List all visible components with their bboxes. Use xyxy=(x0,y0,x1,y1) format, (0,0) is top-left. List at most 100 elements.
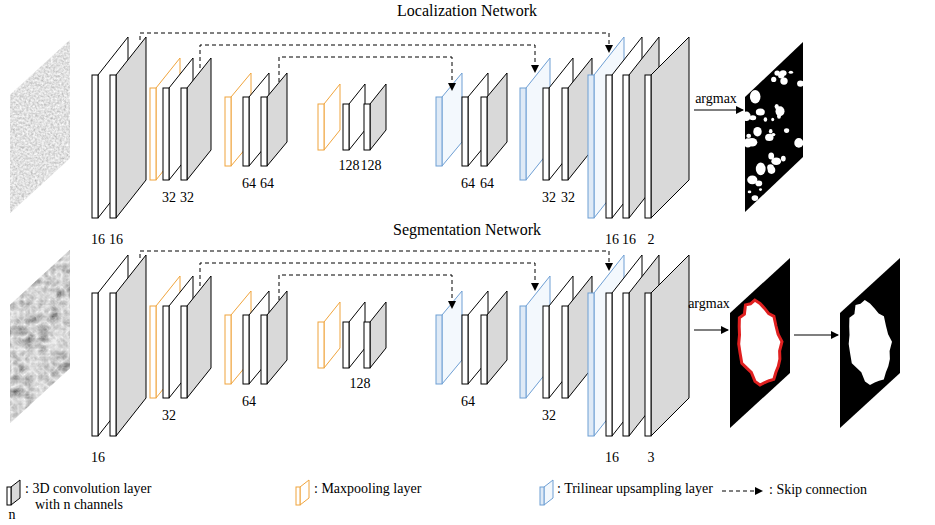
mitochondria-blob xyxy=(753,95,757,98)
maxpool-layer-edge xyxy=(225,315,231,384)
mitochondria-blob xyxy=(756,109,765,116)
legend-swatch xyxy=(544,480,553,505)
conv-layer-edge xyxy=(92,293,98,436)
channel-count: 64 xyxy=(461,394,475,409)
legend-text: : Skip connection xyxy=(769,482,867,498)
mitochondria-blob xyxy=(771,118,774,122)
conv-layer-edge xyxy=(261,315,267,384)
maxpool-layer-edge xyxy=(225,97,231,166)
arrow-label: argmax xyxy=(695,91,737,106)
conv-layer-face xyxy=(651,255,689,436)
conv-layer-edge xyxy=(645,75,651,218)
mitochondria-blob xyxy=(764,117,768,122)
mitochondria-blob xyxy=(768,152,774,159)
maxpool-layer-edge xyxy=(318,322,324,368)
final-mask-image xyxy=(840,258,900,428)
conv-layer-edge xyxy=(562,306,568,398)
conv-layer-face xyxy=(349,84,365,150)
legend-swatch xyxy=(722,491,762,492)
conv-layer-edge xyxy=(243,315,249,384)
mitochondria-blob xyxy=(742,112,751,122)
conv-layer-face xyxy=(370,302,386,368)
legend-swatch xyxy=(540,487,544,505)
mitochondria-blob xyxy=(769,129,773,133)
conv-layer-face xyxy=(349,302,365,368)
conv-layer-face xyxy=(468,291,488,384)
channel-count: 64 xyxy=(480,176,494,191)
maxpool-layer-face xyxy=(324,84,340,150)
legend-swatch xyxy=(11,480,20,505)
upsample-layer-edge xyxy=(436,97,442,166)
channel-count: 16 xyxy=(91,450,105,465)
conv-layer-face xyxy=(249,73,269,166)
channel-count: 2 xyxy=(648,232,655,247)
conv-layer-edge xyxy=(623,293,629,436)
mitochondria-blob xyxy=(756,163,766,176)
mitochondria-blob xyxy=(777,114,781,119)
channel-count: 128 xyxy=(361,158,382,173)
maxpool-layer-edge xyxy=(318,104,324,150)
channel-count: 32 xyxy=(162,190,176,205)
network-title: Localization Network xyxy=(397,2,537,20)
argmax-arrow xyxy=(694,109,743,110)
cell-boundary xyxy=(739,300,782,385)
conv-layer-edge xyxy=(181,306,187,398)
mitochondria-blob xyxy=(781,156,786,162)
channel-count: 64 xyxy=(242,394,256,409)
conv-layer-edge xyxy=(110,293,116,436)
conv-layer-edge xyxy=(645,293,651,436)
conv-layer-edge xyxy=(163,88,169,180)
channel-count: 64 xyxy=(260,176,274,191)
mitochondria-blob xyxy=(789,71,793,74)
cell-mask xyxy=(849,300,892,385)
conv-layer-face xyxy=(267,73,287,166)
mitochondria-blob xyxy=(759,188,762,191)
blob-group xyxy=(742,70,804,201)
skip-connection xyxy=(140,251,609,270)
channel-count: 32 xyxy=(561,190,575,205)
upsample-layer-edge xyxy=(520,306,526,398)
conv-layer-edge xyxy=(481,97,487,166)
mitochondria-blob xyxy=(765,134,773,141)
legend-text: : Trilinear upsampling layer xyxy=(557,481,713,497)
conv-layer-face xyxy=(651,37,689,218)
conv-layer-face xyxy=(116,37,146,218)
channel-count: 32 xyxy=(180,190,194,205)
input-em-image xyxy=(10,250,70,423)
channel-count: 32 xyxy=(542,190,556,205)
skip-connection xyxy=(140,33,609,52)
legend-swatch xyxy=(7,487,11,505)
conv-layer-edge xyxy=(462,97,468,166)
mitochondria-blob xyxy=(746,134,751,138)
upsample-layer-face xyxy=(526,276,550,398)
upsample-layer-edge xyxy=(520,88,526,180)
conv-layer-edge xyxy=(462,315,468,384)
upsample-layer-edge xyxy=(588,293,594,436)
channel-count: 16 xyxy=(605,232,619,247)
maxpool-layer-face xyxy=(231,291,251,384)
conv-layer-face xyxy=(487,73,507,166)
conv-layer-face xyxy=(187,276,211,398)
conv-layer-edge xyxy=(343,104,349,150)
skip-connection xyxy=(279,57,452,90)
channel-count: 128 xyxy=(350,376,371,391)
conv-layer-edge xyxy=(181,88,187,180)
maxpool-layer-edge xyxy=(150,88,156,180)
network-title: Segmentation Network xyxy=(393,221,541,239)
postprocess-arrow xyxy=(794,334,838,335)
channel-count: 64 xyxy=(461,176,475,191)
conv-layer-edge xyxy=(543,306,549,398)
maxpool-layer-edge xyxy=(150,306,156,398)
conv-layer-face xyxy=(487,291,507,384)
mitochondria-blob xyxy=(778,74,784,79)
upsample-layer-edge xyxy=(436,315,442,384)
channel-count: 16 xyxy=(605,450,619,465)
conv-layer-edge xyxy=(606,75,612,218)
channel-count: 64 xyxy=(242,176,256,191)
conv-layer-edge xyxy=(343,322,349,368)
mitochondria-blob xyxy=(797,80,804,86)
mitochondria-blob xyxy=(752,195,759,201)
upsample-layer-face xyxy=(526,58,550,180)
maxpool-layer-face xyxy=(231,73,251,166)
